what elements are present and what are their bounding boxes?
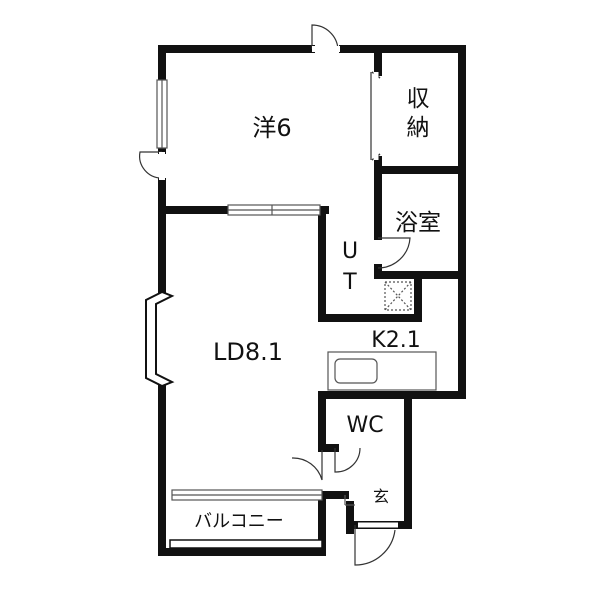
labels: 洋6 収 納 浴室 U T LD8.1 K2.1 WC 玄 バルコニー [194, 86, 441, 532]
label-storage-1: 収 [407, 86, 430, 112]
label-western-room: 洋6 [252, 114, 291, 142]
kitchen-sink [334, 358, 378, 384]
label-utility-1: U [342, 239, 358, 264]
balcony-rail [169, 539, 323, 549]
door-entrance [354, 525, 396, 566]
door-hall [291, 450, 323, 481]
fixtures [327, 281, 437, 506]
label-living-dining: LD8.1 [213, 338, 283, 366]
label-storage-2: 納 [407, 115, 430, 141]
door-toilet [334, 447, 361, 473]
label-utility-2: T [342, 270, 357, 295]
door-top [311, 24, 339, 50]
windows [145, 79, 323, 549]
doors [139, 24, 411, 566]
door-utility [377, 237, 411, 269]
bay-window [145, 290, 175, 388]
label-bathroom: 浴室 [395, 210, 441, 236]
label-kitchen: K2.1 [371, 328, 420, 353]
door-left-western-room [139, 151, 163, 179]
label-toilet: WC [346, 413, 383, 438]
label-balcony: バルコニー [194, 511, 284, 532]
washing-machine-pan [384, 281, 412, 311]
label-entrance: 玄 [373, 487, 389, 506]
